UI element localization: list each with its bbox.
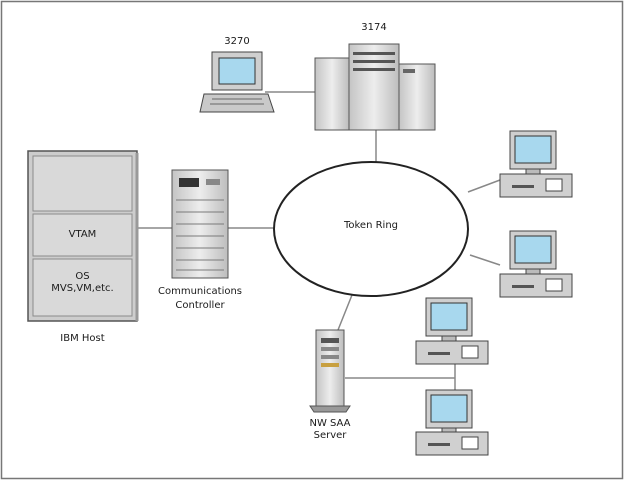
- workstation-1-icon: [499, 130, 573, 198]
- line-ring-to-pc-2: [469, 254, 501, 266]
- line-ring-to-pc-1: [467, 179, 501, 193]
- terminal-3270-icon: [199, 51, 275, 113]
- vtam-panel: [32, 213, 133, 257]
- connection-lines: [138, 91, 501, 392]
- workstation-4-icon: [415, 389, 489, 456]
- os-label-line1: OS: [75, 271, 90, 282]
- communications-controller-label-line1: Communications: [157, 286, 243, 297]
- ibm-host: [27, 150, 139, 322]
- cluster-controller-3174-icon: [314, 43, 436, 131]
- communications-controller-icon: [171, 169, 229, 279]
- vtam-label: VTAM: [68, 229, 97, 240]
- nw-saa-server-label-line2: Server: [313, 430, 347, 441]
- communications-controller-label-line2: Controller: [175, 300, 225, 311]
- workstation-3-icon: [415, 297, 489, 365]
- cluster-controller-label: 3174: [361, 22, 387, 33]
- token-ring-label: Token Ring: [343, 220, 399, 231]
- os-label-line2: MVS,VM,etc.: [51, 283, 114, 294]
- nw-saa-server-label-line1: NW SAA: [309, 418, 351, 429]
- nw-saa-server-icon: [309, 329, 351, 413]
- terminal-3270-label: 3270: [224, 36, 250, 47]
- os-panel: [32, 258, 133, 317]
- line-ring-to-server: [337, 294, 353, 331]
- ibm-host-label: IBM Host: [60, 333, 105, 344]
- workstation-2-icon: [499, 230, 573, 298]
- token-ring-ellipse: [273, 161, 469, 297]
